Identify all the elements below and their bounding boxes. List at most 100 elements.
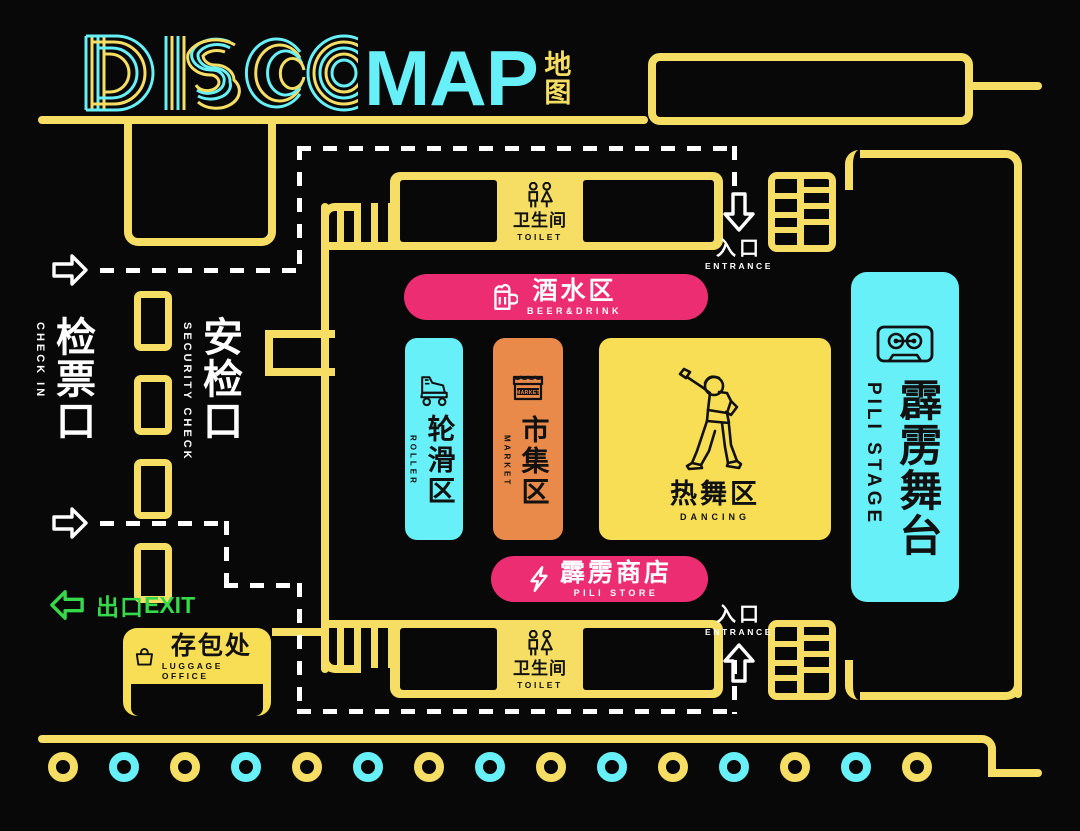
security-check-label-cn: 安检口 [196,316,242,442]
frame-left-connector-h [265,330,335,338]
svg-text:MARKET: MARKET [516,390,541,396]
cassette-tape-icon [876,325,934,363]
footer-dot [231,752,261,782]
frame-left-connector-v [265,330,273,376]
hall-outline-right-topcap [962,150,1022,190]
hall-outline-right-step [845,150,875,190]
disco-dancer-icon [678,367,743,470]
hall-outline-right-step2 [845,660,875,700]
arrow-left-icon [50,590,84,620]
toilet-top-label-cn: 卫生间 [513,211,567,231]
gate-slot-2 [134,375,172,435]
footer-rail-stub [988,769,1042,777]
zone-dancing[interactable]: 热舞区 DANCING [599,338,831,540]
arrow-down-icon [723,192,755,232]
hall-outline-bottomleft-cap [321,628,361,673]
footer-rail [38,735,966,743]
entrance-top: 入口 ENTRANCE [704,190,774,271]
footer-dot [109,752,139,782]
roller-label-en: ROLLER [408,434,418,486]
beer-mug-icon [494,283,518,310]
path-dashed-left-vert2 [297,583,302,713]
market-label-en: MARKET [502,434,512,488]
path-dashed-mid-left [100,521,228,526]
footer-dot [841,752,871,782]
luggage-office-label-en: LUGGAGE OFFICE [161,661,224,681]
lightning-bolt-icon [530,566,548,592]
label-check-in: CHECK IN 检票口 [34,316,95,442]
exit-label-cn: 出口 [96,595,144,621]
entrance-top-label-cn: 入口 [716,236,762,260]
room-top-left [124,116,276,246]
pili-store-label-en: PILI STORE [573,588,659,598]
entrance-bottom-label-cn: 入口 [716,602,762,626]
hall-outline-right-bottomarm [860,692,970,700]
label-exit[interactable]: 出口 EXIT [48,588,195,622]
gate-slot-3 [134,459,172,519]
footer-dot [414,752,444,782]
map-wordmark: MAP [364,34,539,122]
toilet-bottom: 卫生间 TOILET [497,630,583,690]
footer-dot [658,752,688,782]
handbag-icon [135,648,153,666]
footer-dot [902,752,932,782]
room-top-right [648,53,973,125]
luggage-office-counter [131,684,263,716]
pili-stage-label-en: PILI STAGE [863,382,884,527]
footer-dot [292,752,322,782]
zone-pili-store[interactable]: 霹雳商店 PILI STORE [491,556,708,602]
hall-outline-right-upper [1014,178,1022,698]
ribs-top [337,203,401,243]
frame-left-connector-h2 [265,368,335,376]
beer-drink-label-en: BEER&DRINK [526,306,622,316]
toilet-top: 卫生间 TOILET [497,182,583,242]
footer-rail-step [958,735,996,777]
luggage-office[interactable]: 存包处 LUGGAGE OFFICE [123,628,271,716]
entrance-top-label-en: ENTRANCE [704,261,774,271]
hall-outline-top-arm [321,242,401,250]
path-dashed-top-left [100,268,305,273]
footer-dot [536,752,566,782]
footer-dot [780,752,810,782]
arrow-up-icon [723,643,755,683]
entrance-bottom: 入口 ENTRANCE [705,602,770,685]
ribs-bottom [337,628,401,668]
zone-beer-drink[interactable]: 酒水区 BEER&DRINK [404,274,708,320]
room-top-b [583,180,714,242]
footer-dot [597,752,627,782]
luggage-office-label-cn: 存包处 [170,631,252,660]
market-label-cn: 市集区 [517,414,551,508]
gate-slot-4 [134,543,172,603]
hall-outline-right-toparm [860,150,970,158]
check-in-label-en: CHECK IN [34,322,46,400]
dancing-label-en: DANCING [680,511,750,522]
hall-outline-bottom-arm [321,620,401,628]
gate-slot-1 [134,291,172,351]
footer-dot [170,752,200,782]
frame-top-rail [38,116,648,124]
path-dashed-mid-h2 [224,583,302,588]
label-security-check: SECURITY CHECK 安检口 [181,316,242,462]
beer-drink-label-cn: 酒水区 [532,276,617,305]
roller-skate-icon [420,375,448,406]
check-in-label-cn: 检票口 [49,316,95,442]
zone-roller[interactable]: 轮滑区 ROLLER [405,338,463,540]
restroom-icon [528,182,553,208]
restroom-icon [528,630,553,656]
room-top-a [400,180,497,242]
path-dashed-bottom [297,709,737,714]
dancing-label-cn: 热舞区 [670,478,760,510]
market-stall-icon: MARKET [512,374,544,400]
zone-market[interactable]: MARKET 市集区 MARKET [493,338,563,540]
hall-outline-left [321,203,329,673]
hall-outline-right-bottomcap [962,660,1022,700]
path-dashed-left-vert [297,146,302,272]
seating-grid-bottom [768,620,836,700]
path-dashed-top-right-vert [732,146,737,194]
zone-pili-stage[interactable]: 霹雳舞台 PILI STAGE [851,272,959,602]
page-title: MAP 地图 [78,22,578,122]
room-bottom-b [583,628,714,690]
roller-label-cn: 轮滑区 [423,413,457,507]
toilet-bottom-label-cn: 卫生间 [513,659,567,679]
